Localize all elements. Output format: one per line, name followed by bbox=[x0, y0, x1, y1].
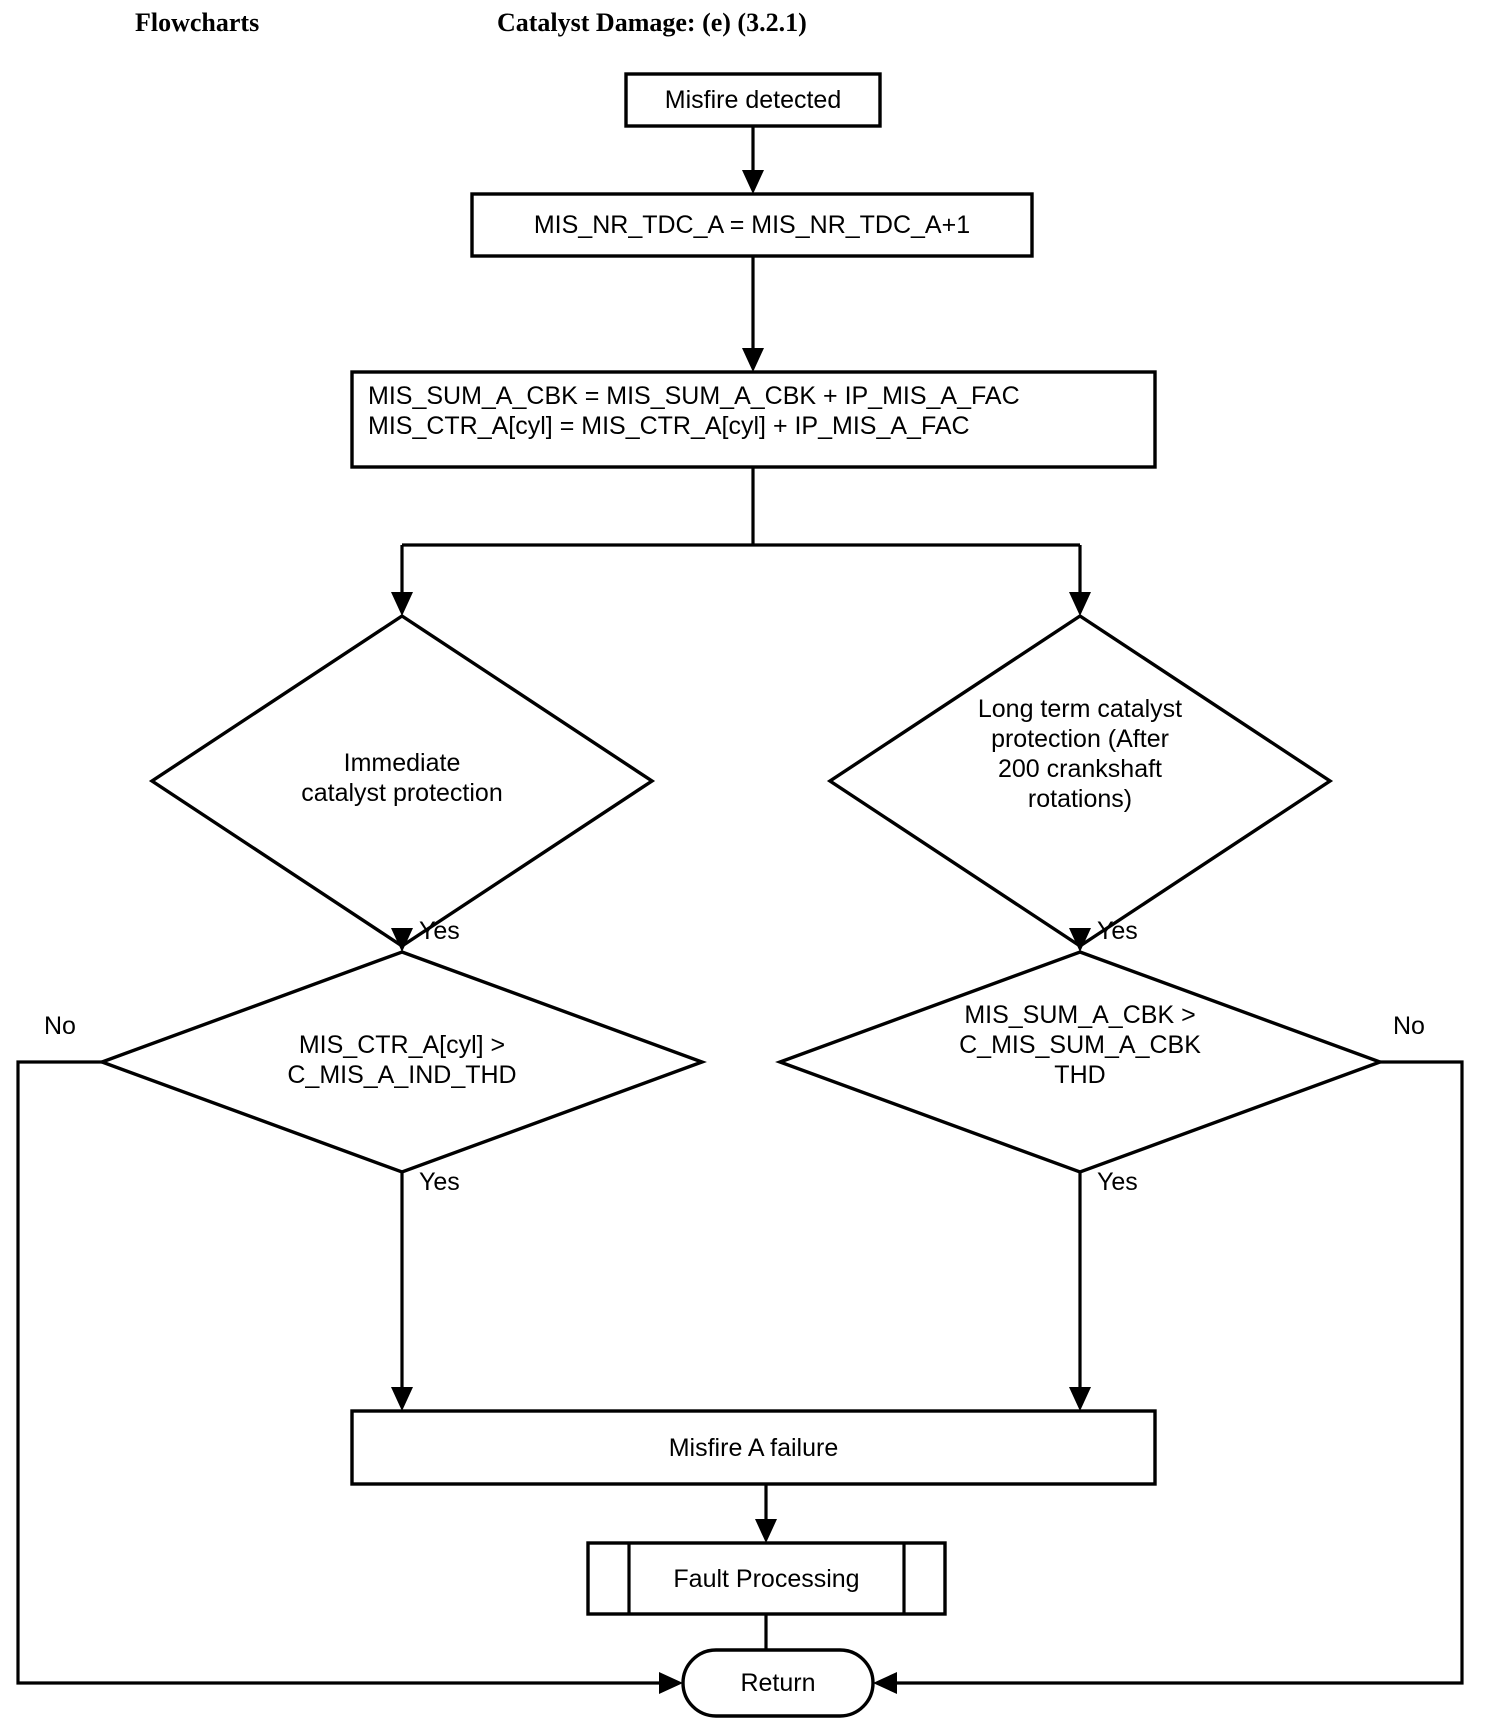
edge-label-ctr-yes: Yes bbox=[419, 1168, 460, 1196]
node-sum-threshold-line2: C_MIS_SUM_A_CBK bbox=[959, 1031, 1201, 1059]
edge-label-sum-yes: Yes bbox=[1097, 1168, 1138, 1196]
arrowhead-ctr-no-to-return bbox=[659, 1672, 683, 1694]
node-start-shape bbox=[624, 72, 882, 128]
edge-sum-no-rail bbox=[896, 1060, 1464, 1685]
page-header-right: Catalyst Damage: (e) (3.2.1) bbox=[497, 8, 807, 37]
node-misfire-failure-shape bbox=[350, 1409, 1157, 1486]
node-accumulate-line2: MIS_CTR_A[cyl] = MIS_CTR_A[cyl] + IP_MIS… bbox=[368, 412, 970, 440]
arrowhead-start-to-increment bbox=[742, 170, 764, 194]
arrowhead-immediate-yes bbox=[391, 928, 413, 952]
arrowhead-failure-to-fault-processing bbox=[755, 1519, 777, 1543]
arrowhead-split-left bbox=[391, 592, 413, 616]
node-ctr-threshold-line2: C_MIS_A_IND_THD bbox=[287, 1061, 517, 1089]
node-accumulate-text: MIS_SUM_A_CBK = MIS_SUM_A_CBK + IP_MIS_A… bbox=[368, 381, 1140, 441]
node-sum-threshold-line3: THD bbox=[1054, 1061, 1106, 1089]
arrowhead-sum-yes-to-failure bbox=[1069, 1387, 1091, 1411]
page-header-left: Flowcharts bbox=[135, 8, 260, 37]
node-ctr-threshold-text: MIS_CTR_A[cyl] > C_MIS_A_IND_THD bbox=[232, 1030, 572, 1090]
arrowhead-increment-to-accumulate bbox=[742, 348, 764, 372]
node-sum-threshold-line1: MIS_SUM_A_CBK > bbox=[964, 1001, 1196, 1029]
node-sum-threshold-text: MIS_SUM_A_CBK > C_MIS_SUM_A_CBK THD bbox=[930, 1000, 1230, 1090]
arrowhead-long-term-yes bbox=[1069, 928, 1091, 952]
arrowhead-ctr-yes-to-failure bbox=[391, 1387, 413, 1411]
node-immediate-protection-line1: Immediate bbox=[343, 749, 461, 777]
node-long-term-protection-line1: Long term catalyst bbox=[977, 695, 1183, 723]
edge-label-immediate-yes: Yes bbox=[419, 917, 460, 945]
edge-label-long-term-yes: Yes bbox=[1097, 917, 1138, 945]
node-accumulate-line1: MIS_SUM_A_CBK = MIS_SUM_A_CBK + IP_MIS_A… bbox=[368, 382, 1020, 410]
edge-label-ctr-no: No bbox=[44, 1012, 76, 1040]
edge-ctr-no-rail bbox=[16, 1060, 660, 1685]
node-increment-tdc-shape bbox=[470, 192, 1034, 258]
node-ctr-threshold-line1: MIS_CTR_A[cyl] > bbox=[298, 1031, 506, 1059]
node-long-term-protection-line4: rotations) bbox=[1027, 785, 1133, 813]
arrowhead-sum-no-to-return bbox=[873, 1672, 897, 1694]
arrowhead-split-right bbox=[1069, 592, 1091, 616]
node-long-term-protection-text: Long term catalyst protection (After 200… bbox=[925, 694, 1235, 814]
node-return-shape bbox=[681, 1648, 875, 1718]
edge-label-sum-no: No bbox=[1393, 1012, 1425, 1040]
node-long-term-protection-line3: 200 crankshaft bbox=[998, 755, 1162, 783]
node-fault-processing-shape bbox=[586, 1541, 947, 1616]
node-immediate-protection-line2: catalyst protection bbox=[301, 779, 503, 807]
node-immediate-protection-text: Immediate catalyst protection bbox=[222, 748, 582, 808]
node-long-term-protection-line2: protection (After bbox=[991, 725, 1169, 753]
